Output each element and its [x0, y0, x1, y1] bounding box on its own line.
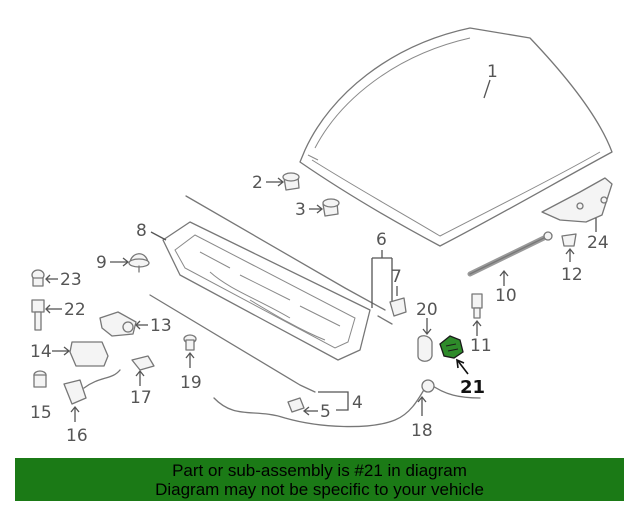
callout-label-5: 5	[320, 402, 331, 422]
callout-label-8: 8	[136, 221, 147, 241]
callout-17: 17	[130, 388, 152, 408]
callout-21: 21	[460, 377, 485, 398]
callout-1: 1	[483, 62, 498, 99]
part-hood-seal-lower	[149, 294, 316, 393]
part-bumper-15	[33, 370, 47, 388]
callout-23: 23	[45, 270, 82, 290]
callout-label-4: 4	[352, 393, 363, 413]
callout-label-1: 1	[487, 62, 498, 82]
callout-label-13: 13	[150, 316, 172, 336]
part-handle-20	[417, 318, 433, 362]
callout-4-5: 4 5	[302, 391, 363, 422]
callout-19: 19	[180, 373, 202, 393]
callout-16: 16	[66, 426, 88, 446]
exploded-parts-diagram: 1 2 3 8	[30, 27, 613, 446]
part-clip-12	[561, 233, 577, 262]
part-release-cable-4	[213, 383, 481, 428]
part-bolt-22	[31, 299, 45, 331]
part-latch-assembly-16	[63, 369, 121, 422]
callout-label-18: 18	[411, 421, 433, 441]
part-latch-14	[69, 341, 109, 367]
banner-line-1: Part or sub-assembly is #21 in diagram	[172, 461, 467, 480]
callout-label-21: 21	[460, 377, 485, 398]
callout-14: 14	[30, 342, 71, 362]
part-notice-banner: Part or sub-assembly is #21 in diagram D…	[15, 458, 624, 501]
callout-label-24: 24	[587, 233, 609, 253]
part-lift-support-10	[467, 231, 553, 286]
callout-10: 10	[495, 286, 517, 306]
callout-15: 15	[30, 403, 52, 423]
callout-label-9: 9	[96, 253, 107, 273]
callout-label-23: 23	[60, 270, 82, 290]
callout-13: 13	[135, 316, 172, 336]
callout-8: 8	[136, 221, 167, 241]
part-prop-rod-clip-7	[377, 297, 407, 325]
callout-label-14: 14	[30, 342, 52, 362]
callout-24: 24	[587, 233, 609, 253]
callout-label-2: 2	[252, 173, 263, 193]
callout-18: 18	[411, 421, 433, 441]
part-hood-seal-upper	[185, 195, 386, 311]
callout-3: 3	[295, 200, 324, 220]
part-bracket-17	[131, 355, 155, 386]
callout-label-19: 19	[180, 373, 202, 393]
callout-label-20: 20	[416, 300, 438, 320]
part-hinge-24	[541, 177, 613, 232]
part-hood-bumper-3	[322, 198, 340, 217]
callout-label-15: 15	[30, 403, 52, 423]
callout-label-7: 7	[391, 267, 402, 287]
part-hood-insulator	[162, 221, 371, 361]
callout-11: 11	[470, 336, 492, 356]
callout-label-3: 3	[295, 200, 306, 220]
part-cable-guide-18	[417, 379, 435, 416]
part-insulator-clip-9	[128, 253, 150, 273]
banner-line-2: Diagram may not be specific to your vehi…	[155, 480, 484, 499]
callout-label-10: 10	[495, 286, 517, 306]
callout-label-12: 12	[561, 265, 583, 285]
callout-12: 12	[561, 265, 583, 285]
part-21-highlighted	[439, 335, 469, 375]
part-hood-bumper-2	[282, 172, 300, 191]
callout-label-16: 16	[66, 426, 88, 446]
part-bumper-11	[471, 293, 483, 336]
part-clip-19	[183, 334, 197, 368]
callout-9: 9	[96, 253, 130, 273]
callout-22: 22	[45, 300, 86, 320]
callout-20: 20	[416, 300, 438, 320]
part-hood-lock-13	[99, 311, 137, 337]
callout-label-22: 22	[64, 300, 86, 320]
callout-label-6: 6	[376, 230, 387, 250]
part-cable-clip-5	[287, 397, 305, 413]
part-hood	[299, 27, 613, 247]
callout-6: 6	[371, 230, 393, 308]
callout-label-11: 11	[470, 336, 492, 356]
callout-7: 7	[391, 267, 402, 296]
callout-2: 2	[252, 173, 285, 193]
part-bumper-23	[31, 269, 45, 287]
callout-label-17: 17	[130, 388, 152, 408]
